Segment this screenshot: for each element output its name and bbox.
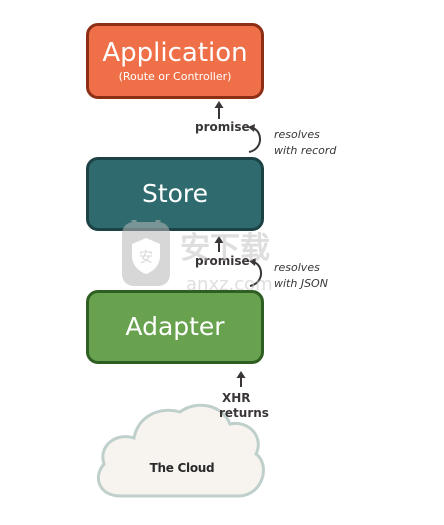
resolves-json-note-line2: with JSON [274,277,328,290]
svg-text:anxz.com: anxz.com [186,274,273,295]
store-box: Store [86,157,264,231]
shield-icon: 安 [122,220,170,286]
resolves-record-note-line1: resolves [274,128,320,141]
watermark-text: 安下载 anxz.com [180,231,273,295]
cloud-shape [97,403,265,498]
svg-text:安下载: 安下载 [180,231,270,266]
cloud-label: The Cloud [149,461,215,475]
curved-arrow-resolves-json [249,261,262,287]
adapter-box: Adapter [86,290,264,364]
curved-arrow-resolves-record [248,127,261,153]
store-title: Store [141,179,209,208]
resolves-json-note-line1: resolves [274,261,320,274]
xhr-label: XHR [222,391,251,405]
curved-arrowhead-resolves-record [248,124,255,132]
promise-label-adapter: promise [195,254,250,268]
returns-label: returns [219,406,269,420]
application-subtitle: (Route or Controller) [118,70,232,83]
curved-arrowhead-resolves-json [249,258,256,266]
arrowhead-store-to-application [214,101,224,108]
application-box: Application (Route or Controller) [86,23,264,99]
watermark-logo: 安 安下载 anxz.com [122,220,273,295]
application-title: Application [102,38,248,68]
arrowhead-cloud-to-adapter [236,371,246,378]
adapter-title: Adapter [125,312,225,341]
resolves-record-note-line2: with record [274,144,337,157]
promise-label-store: promise [195,120,250,134]
arrowhead-adapter-to-store [214,236,224,243]
svg-text:安: 安 [139,250,153,266]
